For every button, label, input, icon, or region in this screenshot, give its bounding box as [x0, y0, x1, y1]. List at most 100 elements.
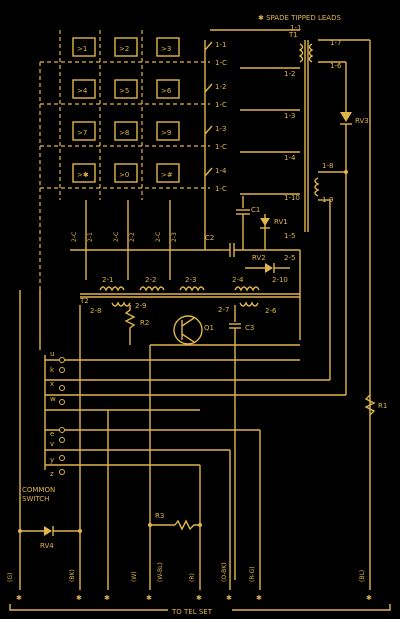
svg-text:✱: ✱ — [366, 594, 372, 602]
svg-text:2-9: 2-9 — [135, 302, 146, 310]
c3: C3 — [229, 305, 254, 580]
lead-labels: (G) (BK) (W) (W-BL) (R) (O-BK) (R-G) (BL… — [7, 562, 366, 582]
lead-w-bl: (W-BL) — [157, 562, 164, 582]
svg-text:✱: ✱ — [226, 594, 232, 602]
lead-g: (G) — [7, 573, 14, 582]
svg-text:SWITCH: SWITCH — [22, 495, 49, 503]
svg-text:1-4: 1-4 — [215, 167, 227, 175]
svg-text:✱: ✱ — [76, 594, 82, 602]
svg-text:x: x — [50, 380, 54, 388]
svg-text:RV3: RV3 — [355, 117, 369, 125]
svg-text:RV2: RV2 — [252, 254, 266, 262]
svg-text:COMMON: COMMON — [22, 486, 55, 494]
svg-text:>2: >2 — [119, 45, 129, 53]
svg-text:2-8: 2-8 — [90, 307, 101, 315]
q1-transistor: Q1 — [173, 315, 214, 345]
svg-text:✱: ✱ — [196, 594, 202, 602]
svg-text:>✱: >✱ — [77, 171, 89, 179]
lead-bk: (BK) — [69, 569, 76, 582]
key-star: >✱ — [72, 163, 96, 183]
svg-text:1-4: 1-4 — [284, 154, 296, 162]
lead-bl: (BL) — [359, 570, 366, 582]
key-hash: ># — [156, 163, 180, 183]
keypad-dashed-lines — [39, 30, 210, 290]
svg-text:v: v — [50, 440, 54, 448]
svg-text:✱: ✱ — [146, 594, 152, 602]
svg-text:2-C: 2-C — [155, 232, 162, 242]
lead-r: (R) — [189, 573, 196, 582]
lead-o-bk: (O-BK) — [221, 562, 228, 582]
column-contacts: 2-C 2-1 2-C 2-2 2-C 2-3 — [70, 200, 220, 280]
svg-text:✱: ✱ — [16, 594, 22, 602]
svg-text:2-10: 2-10 — [272, 276, 288, 284]
svg-text:2-3: 2-3 — [171, 232, 178, 242]
transformer-t2: T2 2-1 2-2 2-3 2-4 2-10 2-5 2-8 2-9 2-7 … — [79, 254, 300, 315]
svg-text:R2: R2 — [140, 319, 149, 327]
key-2: >2 — [114, 37, 138, 57]
svg-text:1-2: 1-2 — [284, 70, 295, 78]
svg-text:1-3: 1-3 — [215, 125, 226, 133]
svg-text:2-4: 2-4 — [232, 276, 244, 284]
svg-text:1-C: 1-C — [215, 101, 227, 109]
svg-text:1-6: 1-6 — [330, 62, 342, 70]
lead-w: (W) — [131, 571, 138, 582]
c1-rv1: C1 RV1 — [236, 196, 288, 250]
svg-text:RV1: RV1 — [274, 218, 288, 226]
legend-text: ✱ SPADE TIPPED LEADS — [258, 14, 341, 22]
key-8: >8 — [114, 121, 138, 141]
svg-text:>0: >0 — [119, 171, 129, 179]
svg-text:2-C: 2-C — [71, 232, 78, 242]
svg-text:u: u — [50, 350, 54, 358]
svg-text:2-5: 2-5 — [284, 254, 295, 262]
key-1: >1 — [72, 37, 96, 57]
r1: R1 — [364, 394, 387, 416]
svg-text:C1: C1 — [251, 206, 260, 214]
svg-text:1-C: 1-C — [215, 185, 227, 193]
svg-text:y: y — [50, 456, 54, 464]
svg-text:2-3: 2-3 — [185, 276, 196, 284]
lead-wires: R3 — [107, 410, 261, 590]
svg-text:✱: ✱ — [104, 594, 110, 602]
key-9: >9 — [156, 121, 180, 141]
svg-text:>5: >5 — [119, 87, 129, 95]
svg-text:>9: >9 — [161, 129, 171, 137]
key-5: >5 — [114, 79, 138, 99]
svg-text:1-1: 1-1 — [290, 24, 301, 32]
svg-text:2-6: 2-6 — [265, 307, 277, 315]
svg-text:R3: R3 — [155, 512, 164, 520]
svg-text:>1: >1 — [77, 45, 87, 53]
svg-text:1-10: 1-10 — [284, 194, 300, 202]
key-7: >7 — [72, 121, 96, 141]
svg-text:>4: >4 — [77, 87, 88, 95]
svg-text:1-2: 1-2 — [215, 83, 226, 91]
rv4: RV4 — [18, 526, 82, 550]
rv3: RV3 — [340, 62, 369, 174]
wiring — [19, 40, 371, 590]
transformer-t1: T1 1-1 1-2 1-3 1-4 1-10 1-5 1-7 1-6 1-8 … — [284, 24, 370, 240]
lead-r-g: (R-G) — [249, 566, 256, 582]
svg-text:RV4: RV4 — [40, 542, 54, 550]
svg-text:>3: >3 — [161, 45, 171, 53]
svg-text:C2: C2 — [205, 234, 214, 242]
key-4: >4 — [72, 79, 96, 99]
svg-text:T1: T1 — [288, 31, 298, 39]
svg-text:2-7: 2-7 — [218, 306, 229, 314]
r2: R2 — [124, 305, 149, 345]
svg-text:>#: ># — [161, 171, 173, 179]
key-6: >6 — [156, 79, 180, 99]
spade-marks: ✱ ✱ ✱ ✱ ✱ ✱ ✱ ✱ — [16, 594, 372, 602]
key-0: >0 — [114, 163, 138, 183]
svg-text:2-2: 2-2 — [129, 232, 136, 242]
svg-text:2-C: 2-C — [113, 232, 120, 242]
svg-text:>6: >6 — [161, 87, 172, 95]
svg-text:1-C: 1-C — [215, 143, 227, 151]
svg-text:w: w — [50, 395, 56, 403]
svg-text:2-2: 2-2 — [145, 276, 156, 284]
svg-text:1-8: 1-8 — [322, 162, 333, 170]
svg-text:1-1: 1-1 — [215, 41, 226, 49]
svg-text:R1: R1 — [378, 402, 387, 410]
row-contacts: 1-1 1-C 1-2 1-C 1-3 1-C 1-4 1-C — [204, 41, 300, 195]
svg-text:1-5: 1-5 — [284, 232, 295, 240]
svg-text:1-7: 1-7 — [330, 39, 341, 47]
key-3: >3 — [156, 37, 180, 57]
